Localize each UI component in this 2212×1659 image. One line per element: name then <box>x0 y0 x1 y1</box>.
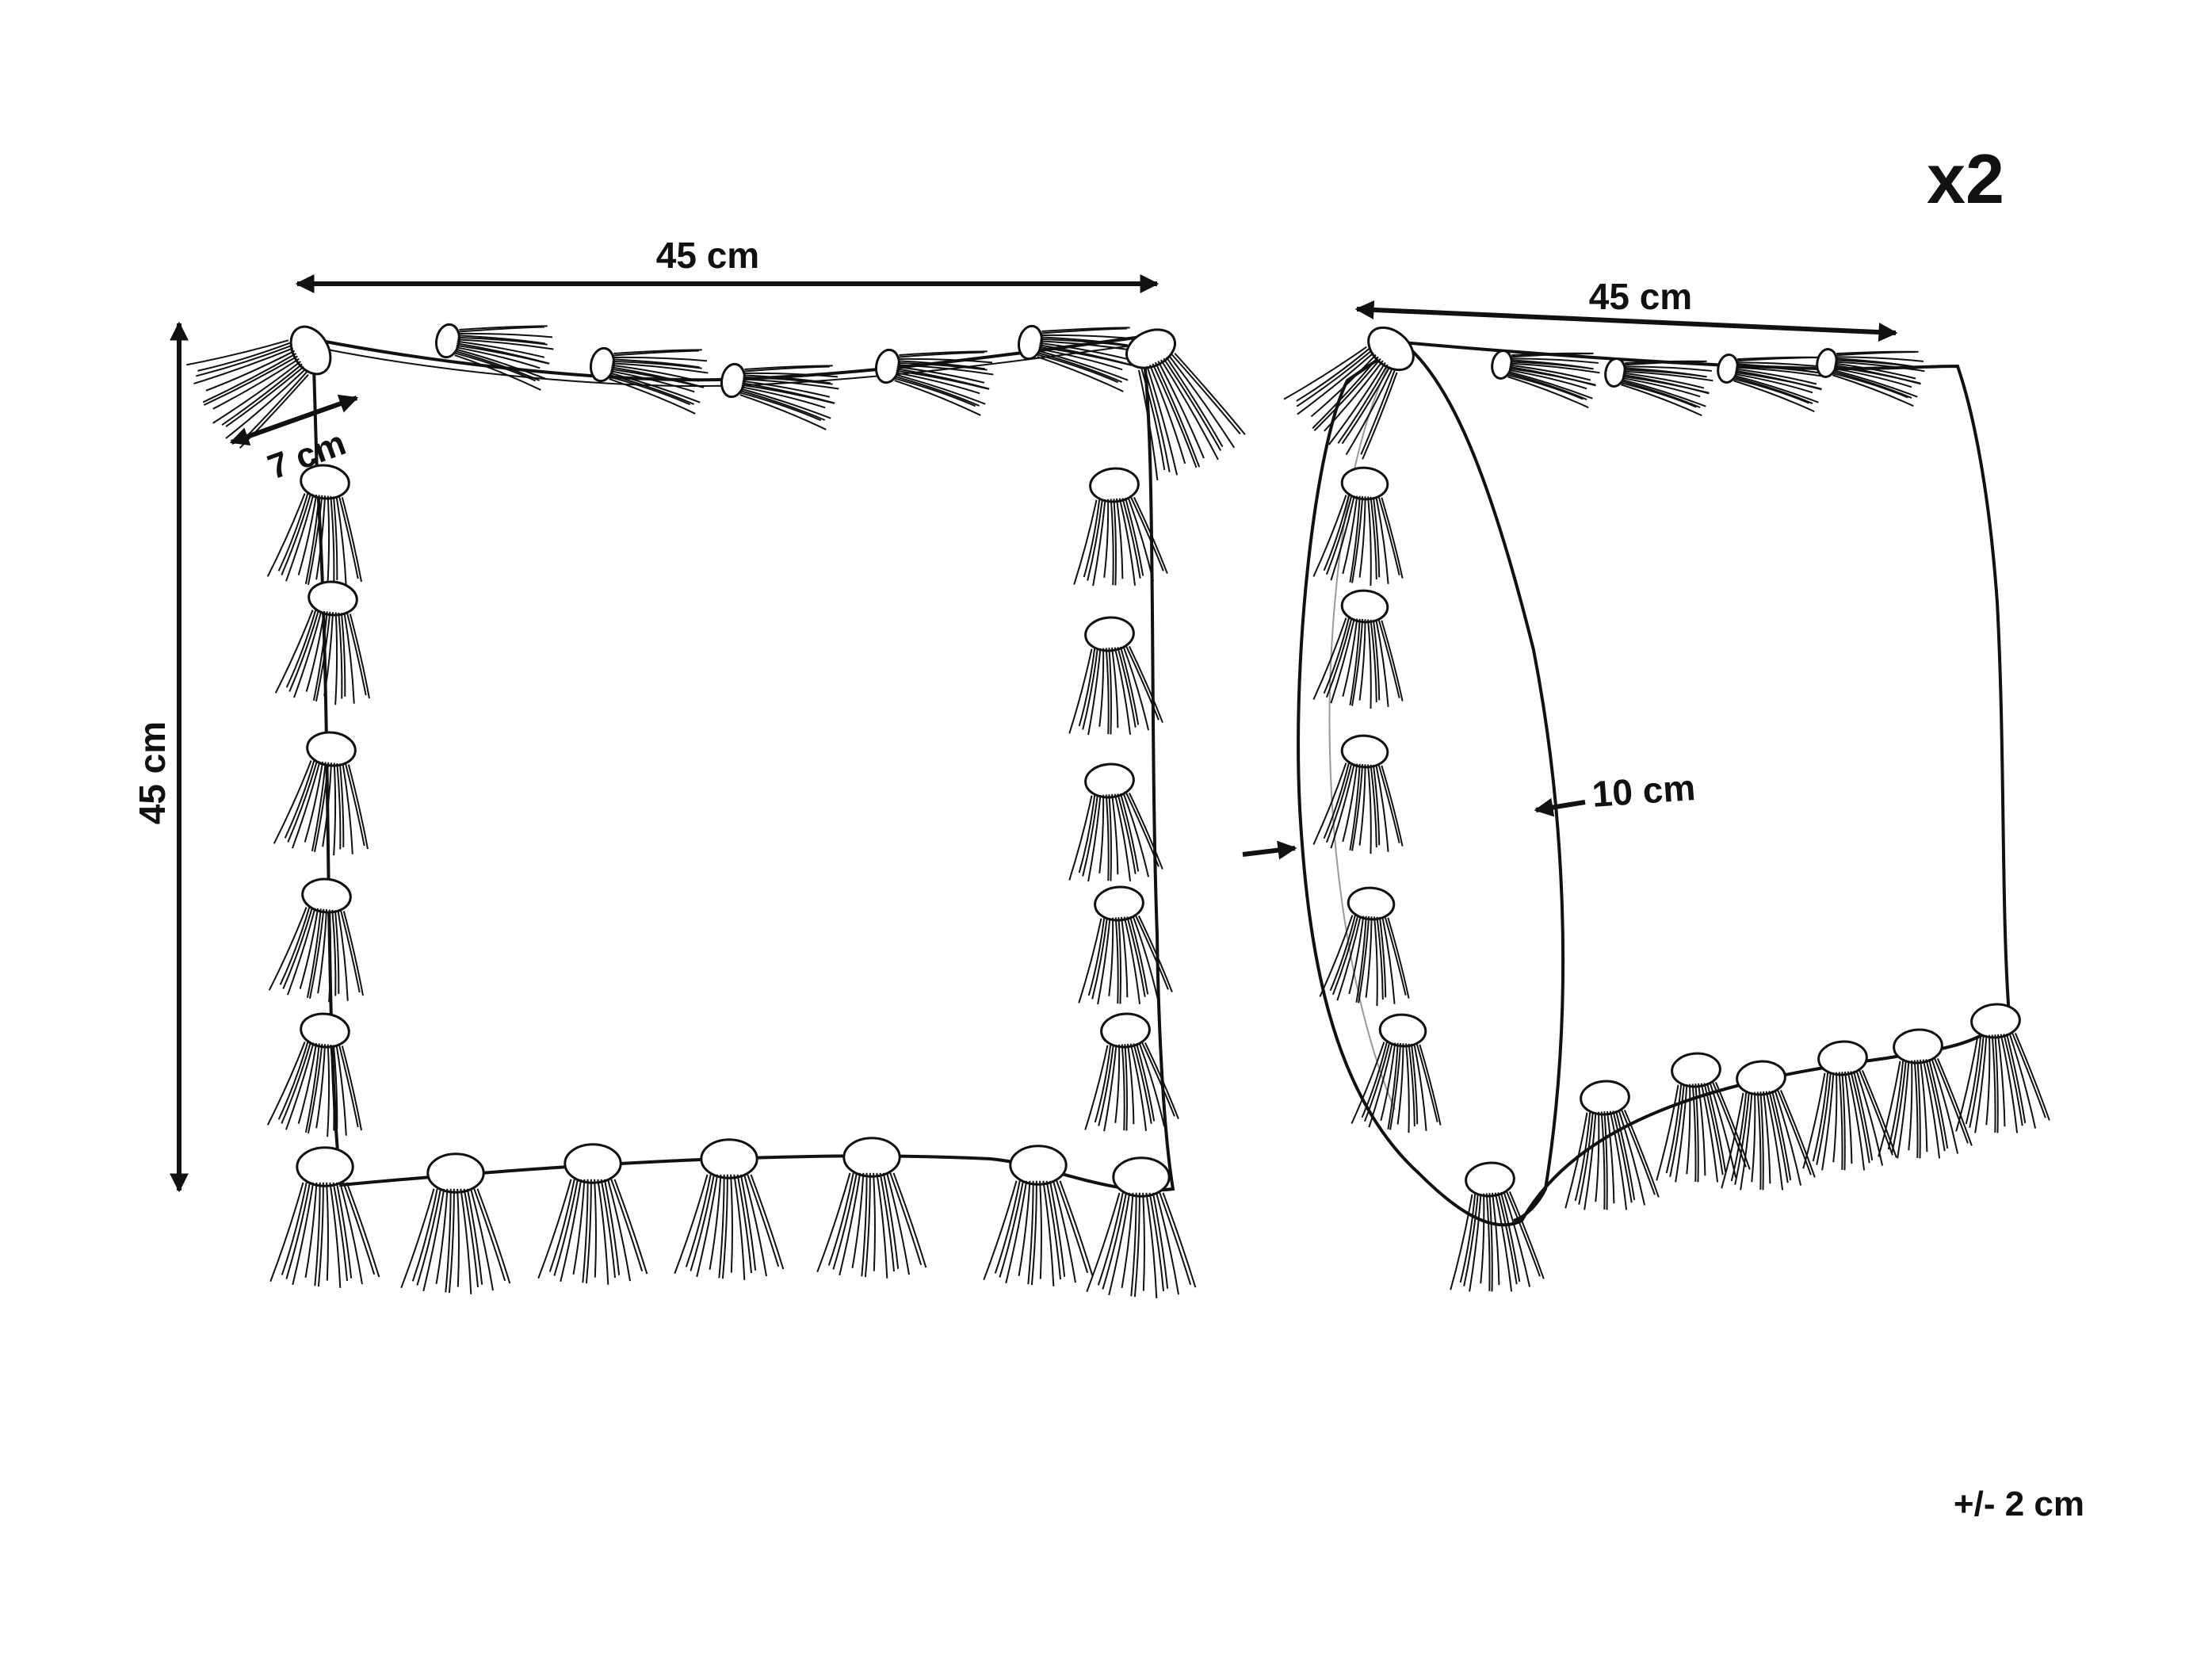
front-right-tassel <box>1073 467 1168 587</box>
side-bottom-tassel <box>1450 1161 1545 1292</box>
front-left-tassel <box>266 1012 362 1137</box>
front-width-label: 45 cm <box>656 235 759 276</box>
front-right-tassel <box>1078 885 1173 1005</box>
front-right-tassel <box>1084 1012 1179 1132</box>
front-left-tassel <box>274 580 370 705</box>
front-tassel-group <box>186 323 1246 1298</box>
front-top-tassel <box>1017 324 1137 392</box>
front-bottom-tassel <box>269 1146 380 1288</box>
front-right-tassel <box>1068 763 1163 882</box>
side-bottom-tassel <box>1955 1003 2050 1133</box>
side-top-tassel <box>1717 354 1826 413</box>
front-corner-tassel <box>1125 328 1246 481</box>
side-width-label: 45 cm <box>1589 276 1692 317</box>
depth-label: 10 cm <box>1591 766 1697 815</box>
side-corner-tassel <box>1283 326 1415 460</box>
front-bottom-tassel <box>816 1137 927 1279</box>
side-width-dimension-line <box>1354 300 1898 342</box>
side-top-tassel <box>1491 350 1600 409</box>
side-bottom-tassel <box>1878 1028 1973 1159</box>
front-bottom-tassel <box>400 1153 511 1294</box>
side-tassel-group <box>1283 326 2050 1292</box>
front-bottom-tassel <box>983 1145 1094 1286</box>
front-top-tassel <box>720 362 839 430</box>
front-top-tassel <box>434 323 554 391</box>
tolerance-label: +/- 2 cm <box>1954 1485 2084 1523</box>
side-bottom-tassel <box>1564 1080 1660 1210</box>
side-top-tassel <box>1604 357 1713 417</box>
depth-arrow-left <box>1242 840 1297 860</box>
side-pillow <box>1283 326 2050 1292</box>
side-bottom-tassel <box>1656 1052 1751 1183</box>
quantity-label: x2 <box>1927 140 2004 218</box>
side-top-tassel <box>1816 348 1925 407</box>
depth-arrow-right <box>1534 797 1586 817</box>
side-left-tassel <box>1312 589 1404 709</box>
front-right-tassel <box>1068 616 1163 736</box>
front-left-tassel <box>266 464 362 589</box>
front-left-tassel <box>273 731 369 856</box>
front-bottom-tassel <box>1086 1156 1197 1298</box>
front-pillow-outline <box>311 334 1175 1192</box>
side-left-tassel <box>1351 1013 1442 1133</box>
side-left-tassel <box>1319 886 1410 1007</box>
front-left-tassel <box>268 877 364 1003</box>
side-pillow-front-face-edge <box>1401 341 1565 1222</box>
side-bottom-tassel <box>1721 1060 1816 1191</box>
front-bottom-tassel <box>537 1143 648 1285</box>
front-bottom-tassel <box>674 1138 785 1280</box>
tassel-length-dimension-line <box>229 394 359 446</box>
front-height-label: 45 cm <box>132 721 173 824</box>
side-left-tassel <box>1312 734 1404 854</box>
front-top-tassel <box>874 348 994 416</box>
front-top-tassel <box>589 346 709 415</box>
front-pillow <box>186 323 1246 1298</box>
side-left-tassel <box>1312 466 1404 587</box>
